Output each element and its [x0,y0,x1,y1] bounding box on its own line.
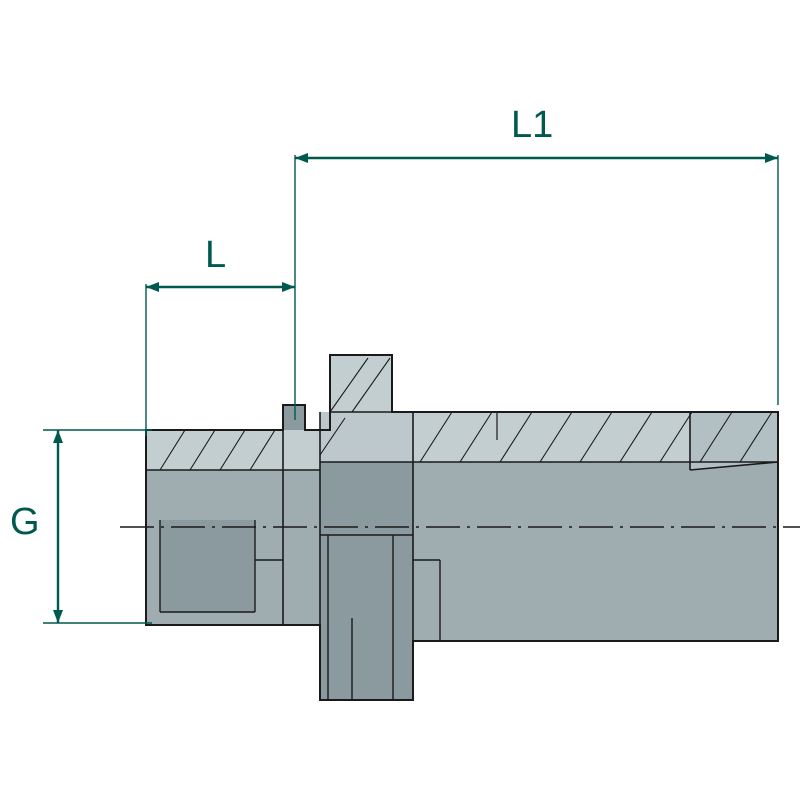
barrel-chamfer-edge [689,461,779,471]
collar-step [283,405,305,430]
dimension-label-l1: L1 [511,104,554,146]
dimension-lines [43,153,779,624]
collar-block [330,355,392,412]
hatching-barrel [419,411,773,463]
dimension-label-l: L [205,234,227,276]
hex-flange-body [320,412,413,700]
dimension-label-g: G [10,501,40,543]
barrel-end-chamfer [690,412,778,470]
hex-flange-top-band [320,412,413,462]
hatching-thread [159,429,276,471]
hatching-collar [319,357,391,456]
bore-shadow [160,520,255,612]
